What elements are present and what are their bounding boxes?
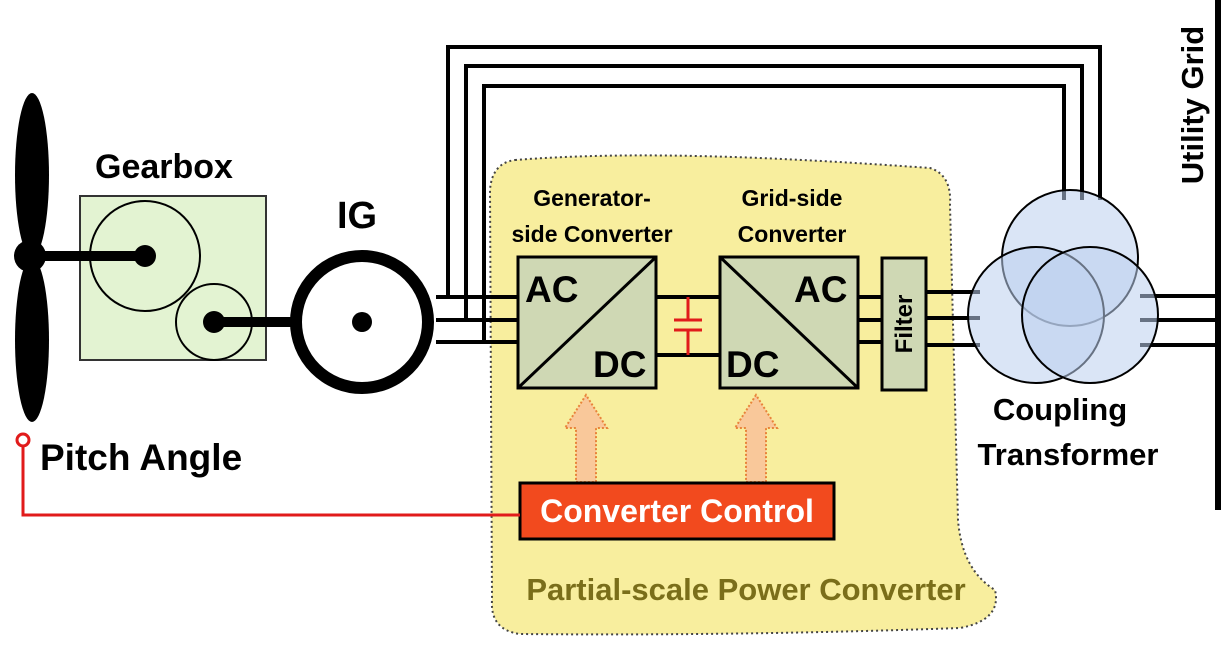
dc-label-left: DC (593, 344, 646, 385)
pitch-control-line (21, 446, 520, 517)
converter-filter-lines (858, 295, 882, 344)
control-arrow-grid-side (733, 393, 779, 483)
control-arrow-gen-side (563, 393, 609, 483)
gearbox-gears-icon (79, 195, 267, 361)
utility-grid-label: Utility Grid (1175, 26, 1210, 184)
three-winding-transformer-icon (967, 189, 1159, 384)
generator-side-converter (516, 255, 658, 390)
coupling-label-1: Coupling (993, 392, 1127, 427)
ac-label-left: AC (525, 269, 578, 310)
converter-control-box (518, 481, 836, 541)
filter-box (880, 256, 928, 392)
gen-converter-title-1: Generator- (533, 185, 651, 211)
partial-scale-label: Partial-scale Power Converter (526, 572, 965, 607)
pitch-angle-label: Pitch Angle (40, 437, 242, 478)
wind-turbine-blades-icon (14, 93, 49, 422)
gen-converter-title-2: side Converter (511, 221, 672, 247)
grid-converter-title-1: Grid-side (742, 185, 843, 211)
grid-side-converter (718, 255, 860, 390)
gear-hub-1 (134, 245, 156, 267)
filter-label: Filter (891, 295, 918, 354)
grid-converter-title-2: Converter (738, 221, 847, 247)
ig-label: IG (337, 195, 377, 237)
gear-hub-2 (203, 311, 225, 333)
coupling-label-2: Transformer (978, 437, 1159, 472)
rotor-lines (436, 295, 518, 344)
converter-control-label: Converter Control (540, 493, 814, 529)
gearbox-label: Gearbox (95, 148, 233, 186)
induction-generator-icon (290, 250, 434, 394)
dc-link-capacitor-icon (674, 297, 702, 355)
dc-label-right: DC (726, 344, 779, 385)
ac-label-right: AC (794, 269, 847, 310)
pitch-control-node (15, 432, 31, 448)
